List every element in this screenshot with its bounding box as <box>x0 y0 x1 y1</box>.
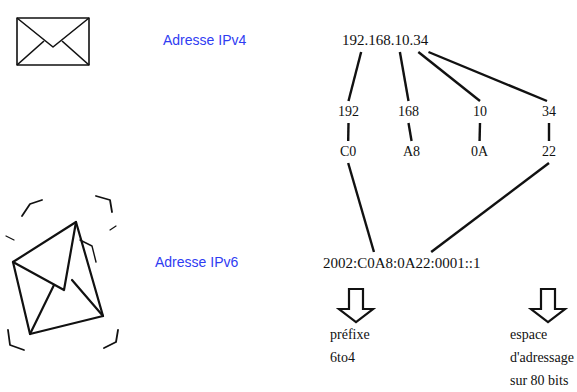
address-space-note: espace d'adressage sur 80 bits <box>507 320 577 392</box>
mapping-line <box>428 52 547 101</box>
node-text: 0A <box>471 144 488 160</box>
ipv6-envelope <box>6 196 118 350</box>
hex-byte: C0 <box>337 141 359 163</box>
decimal-byte: 34 <box>539 101 559 123</box>
node-text: 168 <box>398 104 419 120</box>
mapping-line <box>548 123 550 141</box>
hex-byte: 22 <box>539 141 559 163</box>
node-text: 34 <box>542 104 556 120</box>
node-text: espace d'adressage sur 80 bits <box>510 323 577 392</box>
mapping-line <box>409 123 412 141</box>
mapping-line <box>348 163 374 252</box>
ipv4-envelope <box>17 18 89 65</box>
hollow-arrow <box>531 289 565 322</box>
decimal-byte: 10 <box>470 101 490 123</box>
node-text: 192 <box>338 104 359 120</box>
mapping-line <box>347 123 350 141</box>
ipv6-address: 2002:C0A8:0A22:0001::1 <box>320 252 484 275</box>
prefix-note: préfixe 6to4 <box>327 320 389 372</box>
mapping-line <box>431 163 549 252</box>
node-text: préfixe 6to4 <box>330 323 386 369</box>
decimal-byte: 192 <box>335 101 362 123</box>
ipv6-label: Adresse IPv6 <box>155 254 238 270</box>
node-text: 22 <box>542 144 556 160</box>
mapping-line <box>400 52 409 101</box>
ipv4-address: 192.168.10.34 <box>339 29 431 52</box>
ipv4-label: Adresse IPv4 <box>163 32 246 48</box>
node-text: C0 <box>340 144 356 160</box>
node-text: 192.168.10.34 <box>342 32 428 49</box>
node-text: 10 <box>473 104 487 120</box>
hex-byte: A8 <box>400 141 423 163</box>
hollow-arrow <box>339 289 373 322</box>
mapping-line <box>349 52 362 101</box>
hex-byte: 0A <box>468 141 491 163</box>
mapping-line <box>478 123 481 141</box>
node-text: 2002:C0A8:0A22:0001::1 <box>323 255 481 272</box>
decimal-byte: 168 <box>395 101 422 123</box>
node-text: A8 <box>403 144 420 160</box>
